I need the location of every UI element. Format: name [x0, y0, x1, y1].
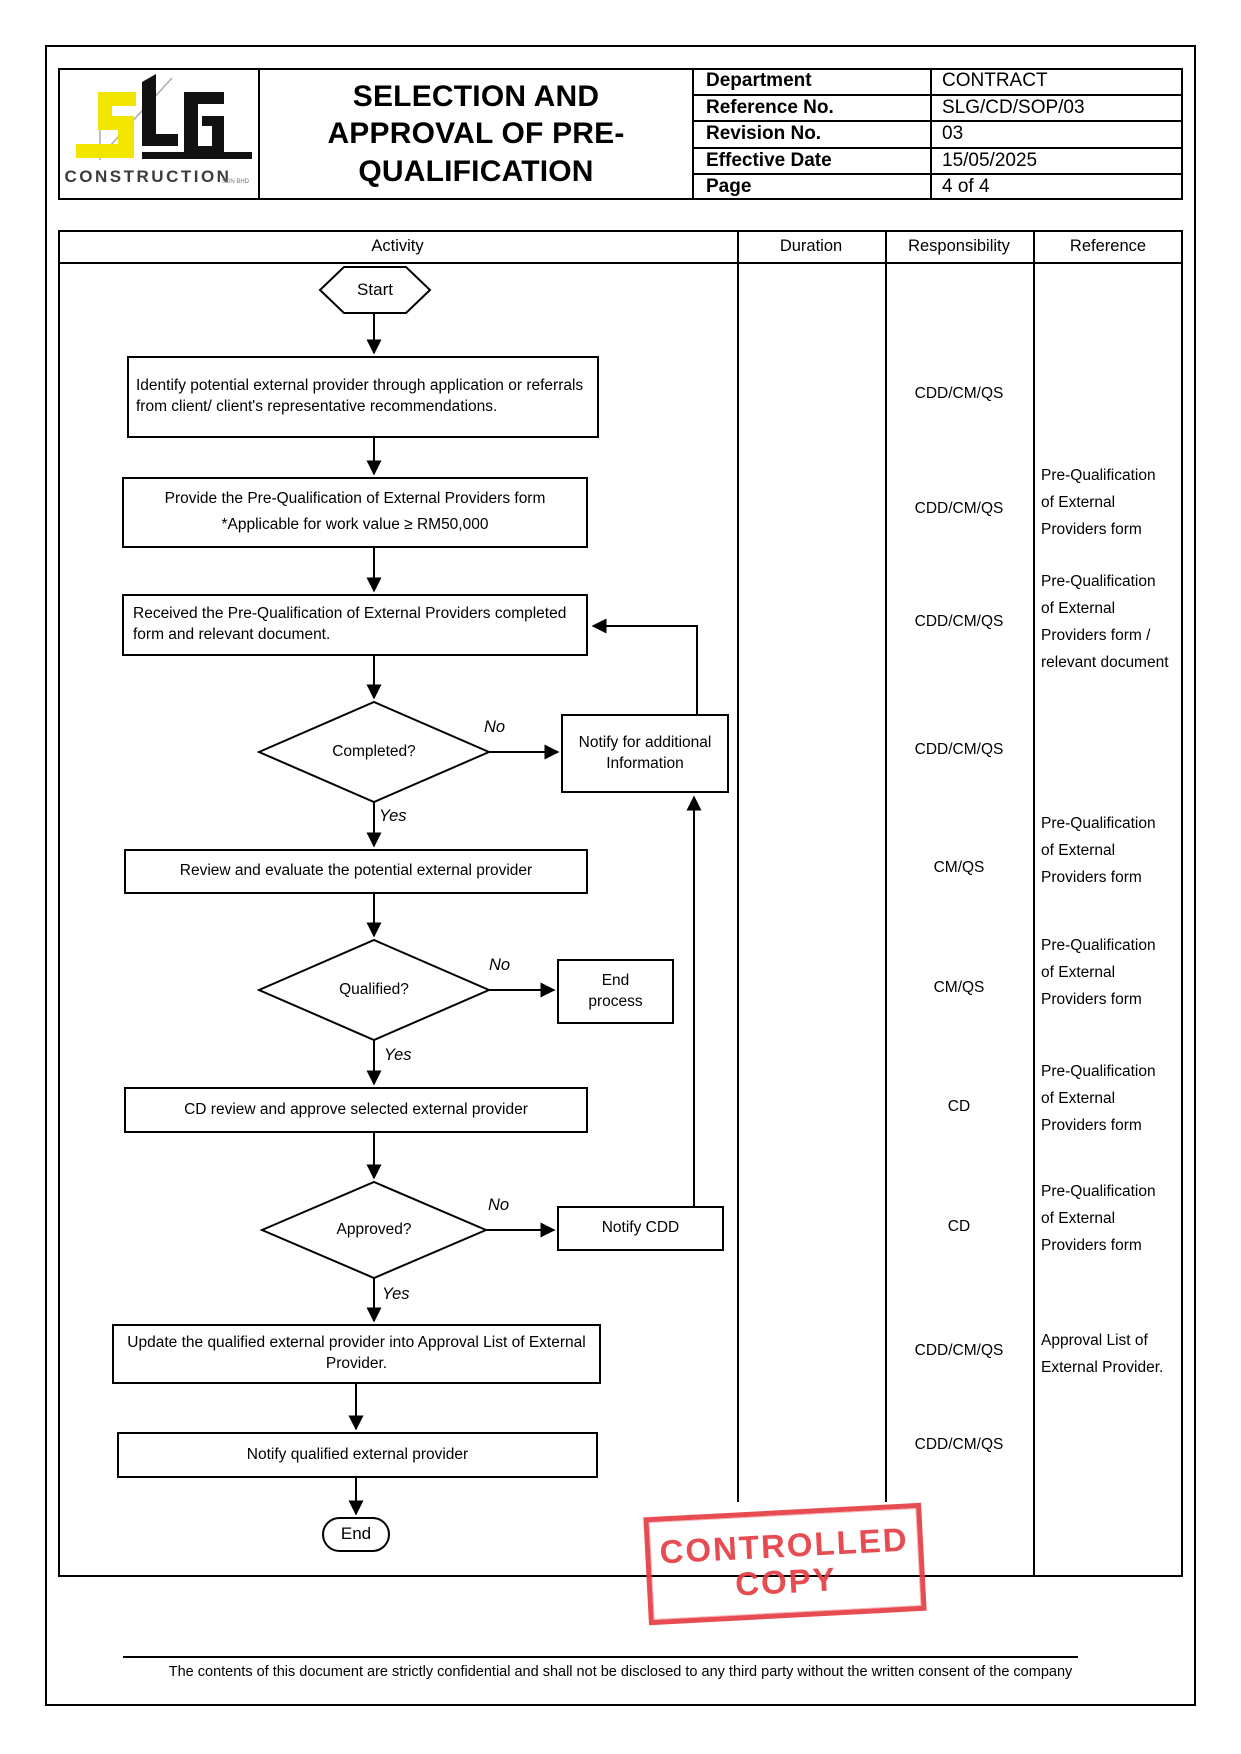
- footer-divider: [123, 1656, 1078, 1658]
- column-header-duration: Duration: [779, 236, 843, 255]
- reference-entry: Pre-Qualification of External Providers …: [1041, 815, 1156, 886]
- info-label: Department: [706, 70, 812, 91]
- column-divider-responsibility: [885, 230, 887, 1502]
- flow-table-border: [58, 230, 1183, 1577]
- header-row-line: [692, 94, 1183, 96]
- flow-node-completed: Completed?: [332, 742, 416, 760]
- column-header-responsibility: Responsibility: [908, 236, 1010, 255]
- info-value: 15/05/2025: [942, 150, 1038, 171]
- reference-entry: Pre-Qualification of External Providers …: [1041, 1183, 1156, 1254]
- reference-entry: Pre-Qualification of External Providers …: [1041, 937, 1156, 1008]
- reference-entry: Pre-Qualification of External Providers …: [1041, 467, 1156, 538]
- header-table-border: [58, 68, 1183, 200]
- flow-node-notify-info: Notify for additional Information: [578, 733, 712, 772]
- responsibility-entry: CDD/CM/QS: [914, 741, 1004, 758]
- flow-node-identify: Identify potential external provider thr…: [136, 377, 584, 415]
- logo-wordmark: CONSTRUCTION: [65, 167, 232, 186]
- header-divider-title-info: [692, 68, 694, 200]
- responsibility-entry: CDD/CM/QS: [914, 385, 1004, 402]
- column-header-activity: Activity: [371, 236, 424, 255]
- column-divider-duration: [737, 230, 739, 1502]
- controlled-copy-stamp: CONTROLLED COPY: [643, 1502, 927, 1626]
- company-logo: CONSTRUCTION SDN BHD: [60, 70, 256, 198]
- info-label: Effective Date: [706, 150, 832, 171]
- flow-node-received: Received the Pre-Qualification of Extern…: [133, 605, 567, 643]
- branch-label-no: No: [484, 718, 506, 736]
- info-row-department: Department CONTRACT: [692, 68, 1183, 94]
- provide-line2: *Applicable for work value ≥ RM50,000: [221, 516, 489, 533]
- info-row-effective-date: Effective Date 15/05/2025: [692, 148, 1183, 174]
- flow-header-underline: [58, 262, 1183, 264]
- stamp-line2: COPY: [734, 1560, 838, 1603]
- flow-node-qualified: Qualified?: [339, 980, 409, 998]
- branch-label-yes: Yes: [379, 807, 407, 825]
- header-row-line: [692, 147, 1183, 149]
- logo-letter-l: [142, 74, 178, 146]
- responsibility-entry: CM/QS: [933, 859, 985, 876]
- info-label: Page: [706, 176, 752, 197]
- column-header-reference: Reference: [1069, 236, 1147, 255]
- header-divider-logo-title: [258, 68, 260, 200]
- responsibility-entry: CDD/CM/QS: [914, 500, 1004, 517]
- info-value: 03: [942, 123, 964, 144]
- reference-entry: Pre-Qualification of External Providers …: [1041, 573, 1169, 671]
- footer-note: The contents of this document are strict…: [168, 1664, 1073, 1680]
- responsibility-entry: CDD/CM/QS: [914, 613, 1004, 630]
- flow-node-review: Review and evaluate the potential extern…: [179, 862, 533, 880]
- info-label: Revision No.: [706, 123, 822, 144]
- logo-letter-g: [184, 92, 224, 158]
- info-value: SLG/CD/SOP/03: [942, 97, 1085, 118]
- flow-node-approved: Approved?: [336, 1220, 412, 1238]
- logo-letter-s: [76, 92, 136, 158]
- provide-line1: Provide the Pre-Qualification of Externa…: [164, 490, 546, 508]
- flow-node-provide: Provide the Pre-Qualification of Externa…: [131, 478, 579, 547]
- responsibility-entry: CD: [947, 1098, 971, 1115]
- flow-node-end: End: [340, 1524, 372, 1544]
- page-title: SELECTION AND APPROVAL OF PRE-QUALIFICAT…: [327, 79, 625, 188]
- flow-node-notify-cdd: Notify CDD: [601, 1219, 680, 1237]
- branch-label-no: No: [489, 956, 511, 974]
- flow-node-cd-review: CD review and approve selected external …: [184, 1100, 528, 1118]
- flow-node-end-process: End process: [588, 971, 643, 1010]
- flow-node-start: Start: [357, 279, 393, 299]
- page-border: [45, 45, 1196, 1706]
- info-value: CONTRACT: [942, 70, 1048, 91]
- logo-suffix: SDN BHD: [222, 179, 250, 185]
- flow-node-notify-qualified: Notify qualified external provider: [246, 1445, 469, 1463]
- reference-entry: Approval List of External Provider.: [1041, 1332, 1164, 1376]
- logo-base-bar: [142, 152, 252, 159]
- header-row-line: [692, 173, 1183, 175]
- info-label: Reference No.: [706, 97, 834, 118]
- responsibility-entry: CD: [947, 1218, 971, 1235]
- header-row-line: [692, 120, 1183, 122]
- branch-label-yes: Yes: [384, 1046, 412, 1064]
- company-logo-graphic: CONSTRUCTION SDN BHD: [65, 74, 252, 186]
- column-divider-reference: [1033, 230, 1035, 1577]
- branch-label-no: No: [488, 1196, 510, 1214]
- flow-node-update: Update the qualified external provider i…: [127, 1334, 586, 1372]
- info-row-reference-no: Reference No. SLG/CD/SOP/03: [692, 95, 1183, 121]
- responsibility-entry: CDD/CM/QS: [914, 1342, 1004, 1359]
- responsibility-entry: CM/QS: [933, 979, 985, 996]
- info-value: 4 of 4: [942, 176, 990, 197]
- header-divider-label-value: [930, 68, 932, 200]
- branch-label-yes: Yes: [382, 1285, 410, 1303]
- reference-entry: Pre-Qualification of External Providers …: [1041, 1063, 1156, 1134]
- info-row-page: Page 4 of 4: [692, 174, 1183, 200]
- info-row-revision-no: Revision No. 03: [692, 121, 1183, 147]
- responsibility-entry: CDD/CM/QS: [914, 1436, 1004, 1453]
